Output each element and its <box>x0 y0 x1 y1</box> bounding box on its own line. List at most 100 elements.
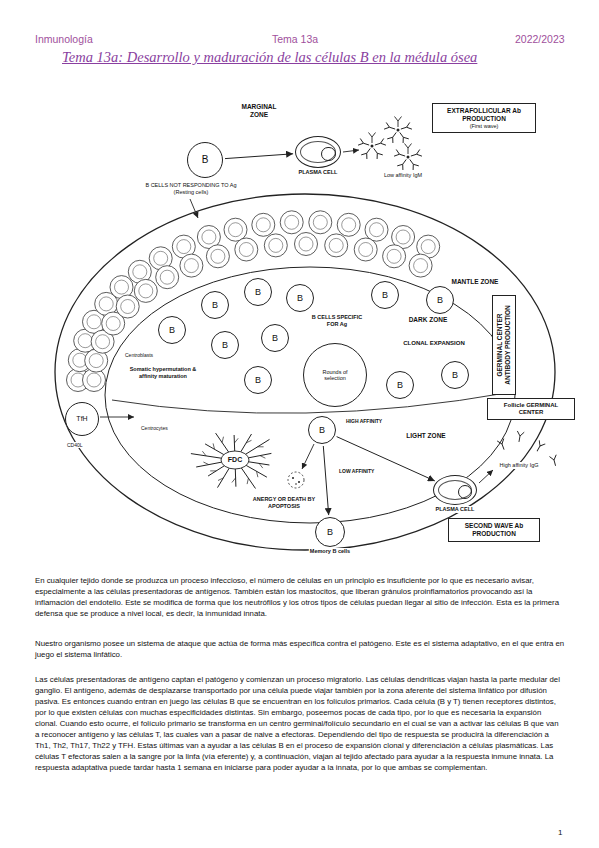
fdc-dendrite <box>246 439 270 454</box>
mantle-cell <box>365 218 388 241</box>
cell-circle: B <box>158 316 186 344</box>
process-label: CLONAL EXPANSION <box>396 340 472 347</box>
mantle-nucleus <box>387 249 401 263</box>
fdc-dendrite <box>234 435 236 451</box>
node-text: B <box>437 295 443 305</box>
mantle-nucleus <box>78 334 92 348</box>
mantle-cell <box>134 279 157 302</box>
igm-pentamers <box>358 117 422 170</box>
process-label: Somatic hypermutation & affinity maturat… <box>120 366 206 379</box>
cell-circle: BMemory B cells <box>315 517 345 547</box>
node-text: B <box>169 325 175 335</box>
fdc-branch <box>203 462 208 465</box>
fdc-branch <box>259 463 263 468</box>
mantle-nucleus <box>96 335 110 349</box>
plasma-cell: PLASMA CELL <box>433 475 477 505</box>
cell-label: B CELLS SPECIFIC FOR Ag <box>305 314 369 327</box>
mantle-cell <box>264 234 287 257</box>
fdc-dendrite <box>241 434 252 452</box>
node-text: B <box>397 380 403 390</box>
mantle-nucleus <box>229 223 243 237</box>
fdc-dendrite <box>196 462 221 467</box>
node-text: EXTRAFOLLICULAR Ab PRODUCTION <box>437 107 531 123</box>
mantle-cell <box>354 238 377 261</box>
cell-circle: B <box>441 361 469 389</box>
mantle-nucleus <box>359 243 373 257</box>
fdc-dendrite <box>205 444 224 455</box>
mantle-nucleus <box>211 249 225 263</box>
mantle-nucleus <box>139 284 153 298</box>
text-box: Follicle GERMINAL CENTER <box>487 398 575 420</box>
mantle-nucleus <box>396 230 410 244</box>
mantle-cell <box>337 213 360 236</box>
germinal-center-outline <box>105 267 515 523</box>
fdc-branch <box>218 478 223 481</box>
cell-circle: B <box>308 416 336 444</box>
mantle-cell <box>409 254 432 277</box>
mantle-nucleus <box>106 317 120 331</box>
body-paragraph: Las células presentadoras de antígeno ca… <box>35 674 565 773</box>
vertical-box: GERMINAL CENTER ANTIBODY PRODUCTION <box>492 295 516 395</box>
plasma-er <box>438 480 472 500</box>
cell-circle: B <box>371 281 399 309</box>
cell-circle: B <box>261 324 289 352</box>
mantle-nucleus <box>154 251 168 265</box>
cell-circle: Rounds of selection <box>303 343 367 407</box>
node-text: PLASMA CELL <box>298 169 339 176</box>
cell-label: B CELLS NOT RESPONDING TO Ag (Resting ce… <box>140 182 242 195</box>
affinity-label: HIGH AFFINITY <box>345 418 383 424</box>
page-title: Tema 13a: Desarrollo y maduración de las… <box>62 49 477 66</box>
node-text: B <box>202 154 209 166</box>
zone-label: LIGHT ZONE <box>400 432 452 440</box>
node-text: B <box>255 375 261 385</box>
fdc-branch <box>213 443 214 449</box>
leader-arrows <box>100 150 493 483</box>
fdc-dendrite <box>249 462 270 465</box>
connector-arrow <box>323 446 328 515</box>
fdc-branch <box>260 456 265 459</box>
cell-circle: B <box>426 286 454 314</box>
mantle-cell <box>116 295 139 318</box>
cell-circle: B <box>286 284 314 312</box>
cell-circle: B <box>244 278 272 306</box>
fdc-branch <box>234 438 238 443</box>
fdc-dendrite <box>235 469 237 487</box>
mantle-cell <box>325 234 348 257</box>
plasma-nucleus <box>458 485 472 499</box>
cell-circle: B <box>211 331 239 359</box>
zone-label: MANTLE ZONE <box>446 278 504 286</box>
node-text: B <box>272 333 278 343</box>
fdc-dendrite <box>241 468 255 489</box>
mantle-nucleus <box>184 259 198 273</box>
mantle-cell <box>235 238 258 261</box>
mantle-cell <box>383 245 406 268</box>
fdc-branch <box>222 437 223 443</box>
mantle-nucleus <box>87 373 101 387</box>
mantle-nucleus <box>329 238 343 252</box>
fdc-branch <box>202 451 206 456</box>
mantle-cell <box>295 233 318 256</box>
mantle-nucleus <box>256 218 270 232</box>
mantle-nucleus <box>115 280 129 294</box>
mantle-cell <box>206 245 229 268</box>
fdc-dendrite <box>191 454 221 459</box>
page-number: 1 <box>558 828 562 838</box>
connector-arrow <box>337 437 435 481</box>
node-text: B <box>212 300 218 310</box>
antibody-label: High affinity IgG <box>494 462 544 469</box>
zone-label: DARK ZONE <box>402 316 454 324</box>
mantle-nucleus <box>177 240 191 254</box>
node-text: B <box>222 340 228 350</box>
fdc-dendrite <box>246 465 267 477</box>
node-text: Rounds of selection <box>311 369 359 382</box>
node-text: B <box>255 287 261 297</box>
mantle-nucleus <box>202 230 216 244</box>
fdc-branch <box>246 440 251 443</box>
node-text: B <box>452 370 458 380</box>
plasma-cell: PLASMA CELL <box>295 136 341 168</box>
mantle-nucleus <box>160 270 174 284</box>
mantle-cell <box>252 213 275 236</box>
molecule-label: CD40L <box>66 442 84 448</box>
mantle-nucleus <box>313 215 327 229</box>
